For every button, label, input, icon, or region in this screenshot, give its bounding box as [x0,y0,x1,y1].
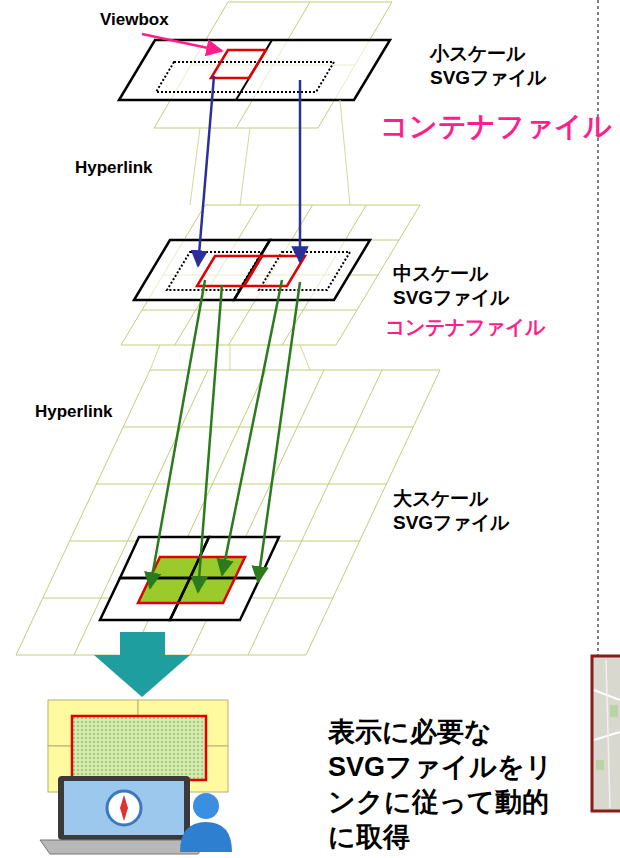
container-label: コンテナファイル [380,110,612,144]
viewbox-pointer [142,34,222,51]
caption-text: 表示に必要な SVGファイルをリ ンクに従って動的 に取得 [328,715,566,855]
layer-label: 大スケール SVGファイル [393,487,526,535]
hyperlink-label: Hyperlink [35,402,112,422]
hyperlink-arrows-green [150,280,300,592]
user-icon [180,793,232,852]
hyperlink-label: Hyperlink [75,158,152,178]
layer-label: 小スケール SVGファイル [430,42,563,90]
hyperlink-arrows-blue [198,76,300,266]
faint-link-lines [150,100,350,370]
map-thumbnail [592,656,620,811]
container-label: コンテナファイル [385,314,545,340]
panel-divider [598,0,599,700]
medium-scale-layer [121,205,420,345]
large-scale-layer [16,370,440,655]
layer-label: 中スケール SVGファイル [393,262,526,310]
result-arrow [94,632,190,697]
viewbox-label: Viewbox [100,10,169,30]
